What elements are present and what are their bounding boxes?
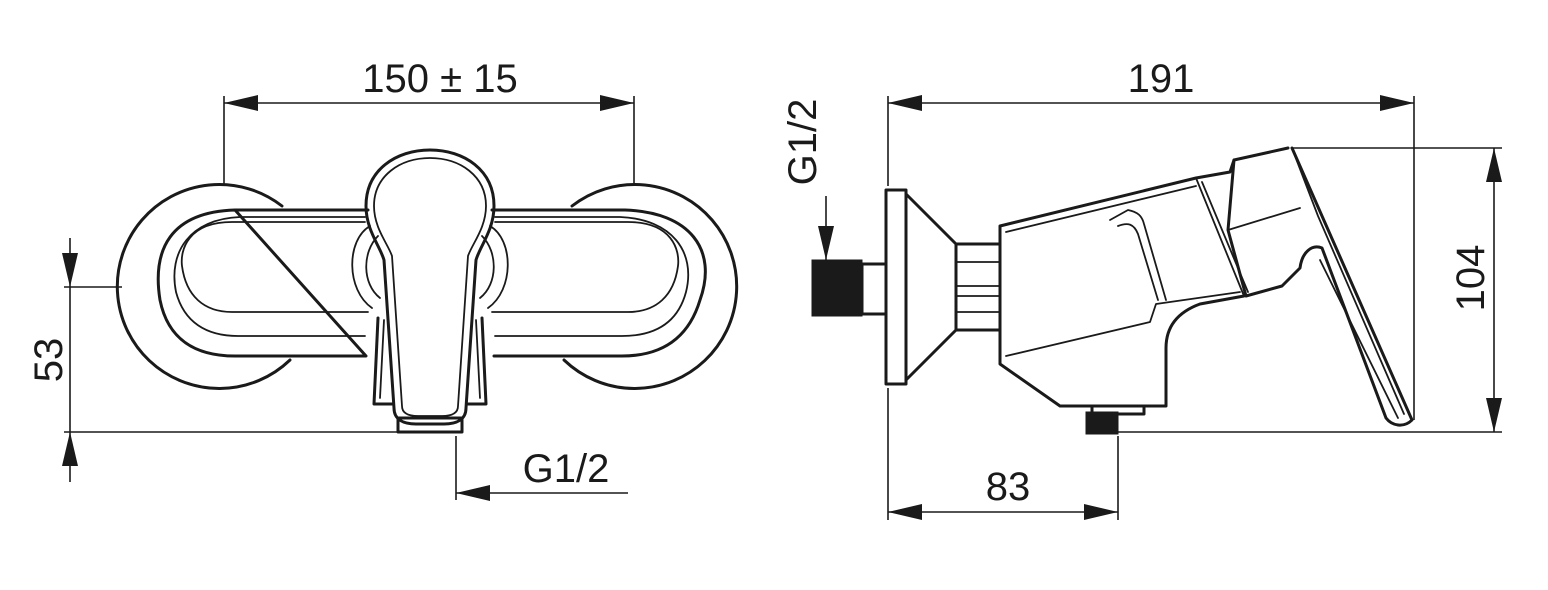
body-lower-inner: [379, 319, 481, 399]
side-body-panel: [1109, 209, 1167, 301]
width-dimension-label: 150 ± 15: [362, 57, 517, 101]
right-end-cap: [491, 221, 680, 313]
lever-collar-right: [487, 225, 509, 309]
inlet-pipe: [860, 262, 888, 316]
mixer-body-outline: [156, 208, 707, 358]
side-height-arrow-bottom: [1486, 398, 1502, 432]
lever-handle: [364, 148, 496, 426]
side-body-panel-inner: [1117, 223, 1159, 301]
offset-arrow-right: [1084, 504, 1118, 520]
outlet-leader-arrow: [456, 485, 490, 501]
right-rosette: [562, 182, 739, 390]
length-arrow-left: [888, 95, 922, 111]
height-arrow-top: [62, 253, 78, 287]
flange-cone: [904, 192, 958, 382]
inlet-leader-arrow: [818, 226, 834, 260]
outlet-thread-ring: [396, 416, 464, 434]
inlet-thread-label: G1/2: [781, 99, 825, 186]
lever-collar-left: [351, 225, 373, 309]
side-body-outline: [998, 146, 1290, 408]
mixer-body-inner: [173, 216, 690, 337]
outlet-thread-label: G1/2: [523, 447, 610, 491]
left-rosette: [115, 182, 292, 390]
width-arrow-right: [600, 95, 634, 111]
hex-nut: [954, 242, 1002, 332]
side-view: 191 104 83 G1/2: [781, 57, 1502, 520]
length-arrow-right: [1380, 95, 1414, 111]
body-lower-block: [372, 316, 488, 406]
height-dimension-label: 53: [27, 338, 71, 383]
width-arrow-left: [224, 95, 258, 111]
length-dimension-label: 191: [1128, 57, 1195, 101]
lever-handle-inner: [373, 157, 487, 417]
side-height-arrow-top: [1486, 148, 1502, 182]
side-lever-face: [1291, 147, 1405, 415]
offset-dimension-label: 83: [986, 465, 1031, 509]
inlet-thread: [811, 259, 863, 317]
left-end-cap: [180, 221, 369, 313]
side-height-dimension-label: 104: [1449, 245, 1493, 312]
side-lever-inner: [1227, 207, 1399, 419]
side-body-inner: [1005, 185, 1241, 357]
offset-arrow-left: [888, 504, 922, 520]
height-arrow-bottom: [62, 432, 78, 466]
side-outlet-thread: [1085, 411, 1119, 435]
side-lever: [1226, 146, 1414, 427]
front-view: 150 ± 15 53 G1/2: [27, 57, 739, 501]
wall-flange: [884, 188, 908, 386]
